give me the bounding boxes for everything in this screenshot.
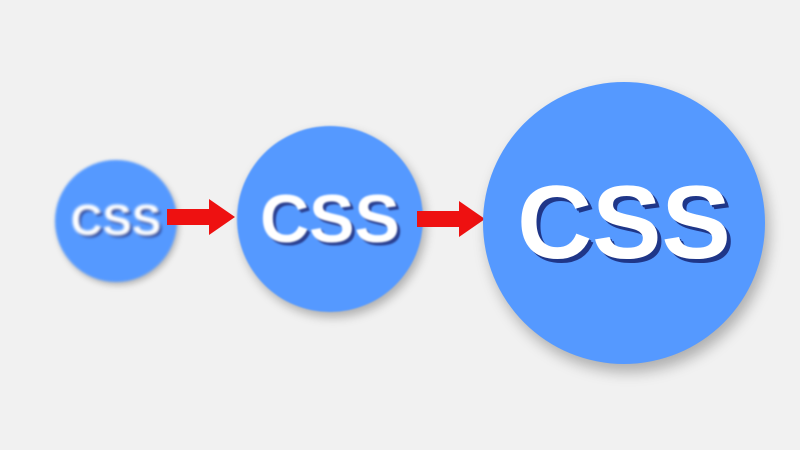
css-circle-small: CSS [55, 160, 177, 282]
arrow-right-icon [167, 199, 235, 235]
css-label-small: CSS [70, 196, 162, 245]
css-label-medium: CSS [260, 181, 400, 257]
css-circle-medium: CSS [237, 126, 423, 312]
css-label-large: CSS [517, 165, 731, 281]
css-circle-large: CSS [483, 82, 765, 364]
arrow-right-icon [417, 201, 485, 237]
